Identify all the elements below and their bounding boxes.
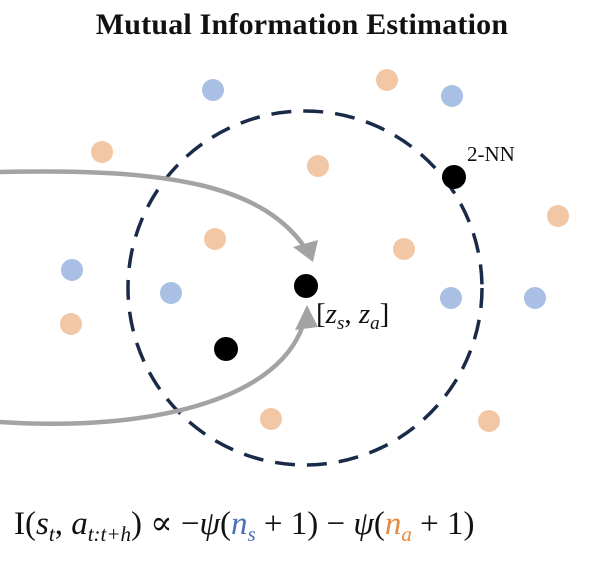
joint-point-label: [zs, za] <box>316 298 389 334</box>
plus-one-1: + 1) − <box>255 506 354 542</box>
state-var: s <box>36 506 49 542</box>
nearest-neighbor-point <box>442 165 466 189</box>
blue-point <box>441 85 463 107</box>
orange-point <box>260 408 282 430</box>
n-s: n <box>230 506 248 542</box>
n-s-sub: s <box>247 522 256 546</box>
orange-point <box>307 155 329 177</box>
arrow-from-action <box>0 317 308 426</box>
blue-point <box>440 287 462 309</box>
plus-one-2: + 1) <box>411 506 475 542</box>
proportional-term: ) ∝ − <box>131 506 200 542</box>
joint-embedding-point <box>294 274 318 298</box>
nn-label: 2-NN <box>467 142 515 166</box>
orange-point <box>376 69 398 91</box>
orange-point <box>393 238 415 260</box>
diagram-title: Mutual Information Estimation <box>95 8 509 41</box>
blue-point <box>202 79 224 101</box>
digamma-2: ψ <box>353 506 374 542</box>
orange-point <box>91 141 113 163</box>
n-a-sub: a <box>401 522 412 546</box>
mi-symbol: I <box>14 506 25 542</box>
state-sub: t <box>48 522 55 546</box>
blue-point <box>61 259 83 281</box>
orange-points <box>60 69 569 432</box>
action-sub: t:t+h <box>87 522 132 546</box>
orange-point <box>60 313 82 335</box>
arrow-from-state <box>0 169 310 254</box>
blue-point <box>524 287 546 309</box>
arrow-head-state <box>293 240 318 262</box>
orange-point <box>204 228 226 250</box>
blue-points <box>61 79 546 309</box>
mi-formula: I(st, at:t+h) ∝ −ψ(ns + 1) − ψ(na + 1) <box>14 506 475 546</box>
neighbor-point <box>214 337 238 361</box>
formula-comma: , <box>54 506 63 542</box>
n-a: n <box>384 506 402 542</box>
knn-radius-circle <box>126 109 484 467</box>
arrow-head-action <box>295 305 318 330</box>
digamma-1: ψ <box>199 506 220 542</box>
action-var: a <box>71 506 88 542</box>
svg-text:[zs, za]: [zs, za] <box>316 298 389 334</box>
orange-point <box>547 205 569 227</box>
blue-point <box>160 282 182 304</box>
orange-point <box>478 410 500 432</box>
